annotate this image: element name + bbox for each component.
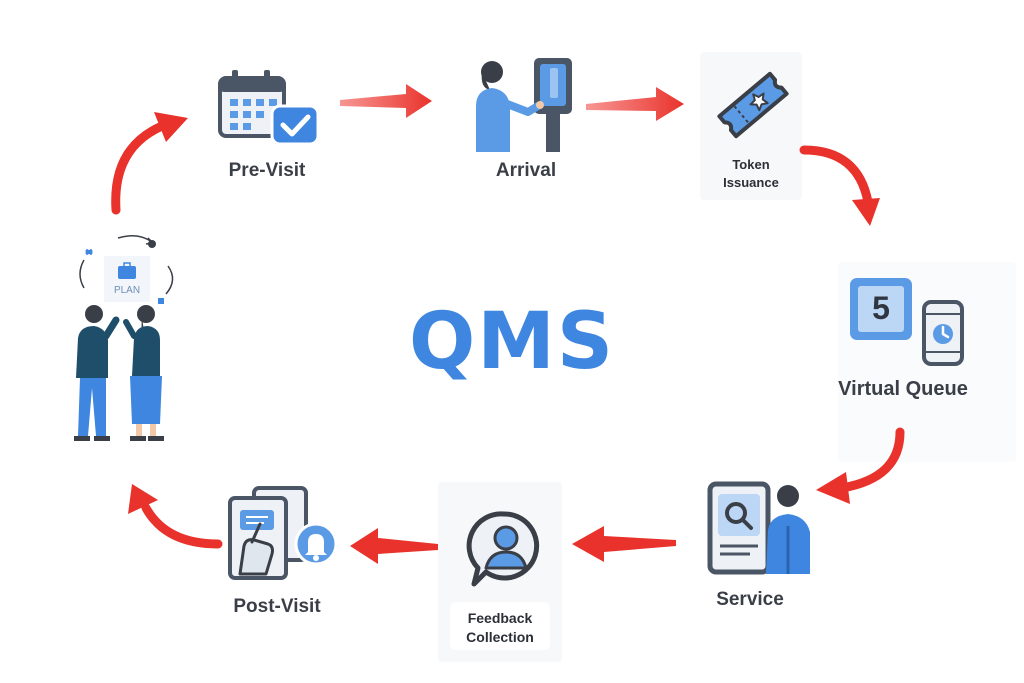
smartphone-clock-icon xyxy=(922,300,964,366)
step-label-feedback-line1: Feedback xyxy=(467,610,533,626)
feedback-user-bubble-icon xyxy=(466,510,542,592)
step-label-pre-visit: Pre-Visit xyxy=(228,160,306,181)
ticket-icon xyxy=(714,70,792,140)
diagram-title: QMS xyxy=(408,297,616,387)
step-label-arrival: Arrival xyxy=(495,160,557,181)
step-label-service: Service xyxy=(716,589,784,610)
queue-number: 5 xyxy=(872,290,890,326)
kiosk-person-icon xyxy=(466,54,586,154)
step-label-token-line1: Token xyxy=(732,157,770,172)
step-label-virtual-queue: Virtual Queue xyxy=(838,378,968,400)
arrow-previsit-to-arrival xyxy=(340,84,432,118)
plan-board-text: PLAN xyxy=(113,285,141,296)
arrow-queue-to-service xyxy=(816,427,905,504)
arrow-feedback-to-postvisit xyxy=(350,528,438,564)
feedback-label-box xyxy=(450,602,550,650)
step-label-post-visit: Post-Visit xyxy=(233,596,321,617)
arrow-token-to-queue xyxy=(799,145,880,226)
step-label-feedback-line2: Collection xyxy=(466,629,534,645)
arrow-postvisit-to-planning xyxy=(128,484,223,549)
planning-people-illustration xyxy=(60,228,190,448)
queue-display-icon xyxy=(848,276,914,342)
service-agent-icon xyxy=(706,480,816,578)
arrow-planning-to-previsit xyxy=(111,112,188,215)
calendar-icon xyxy=(216,68,324,148)
arrow-service-to-feedback xyxy=(572,526,676,562)
post-visit-documents-icon xyxy=(224,484,340,584)
arrow-arrival-to-token xyxy=(586,87,684,121)
step-label-token-line2: Issuance xyxy=(723,175,779,190)
